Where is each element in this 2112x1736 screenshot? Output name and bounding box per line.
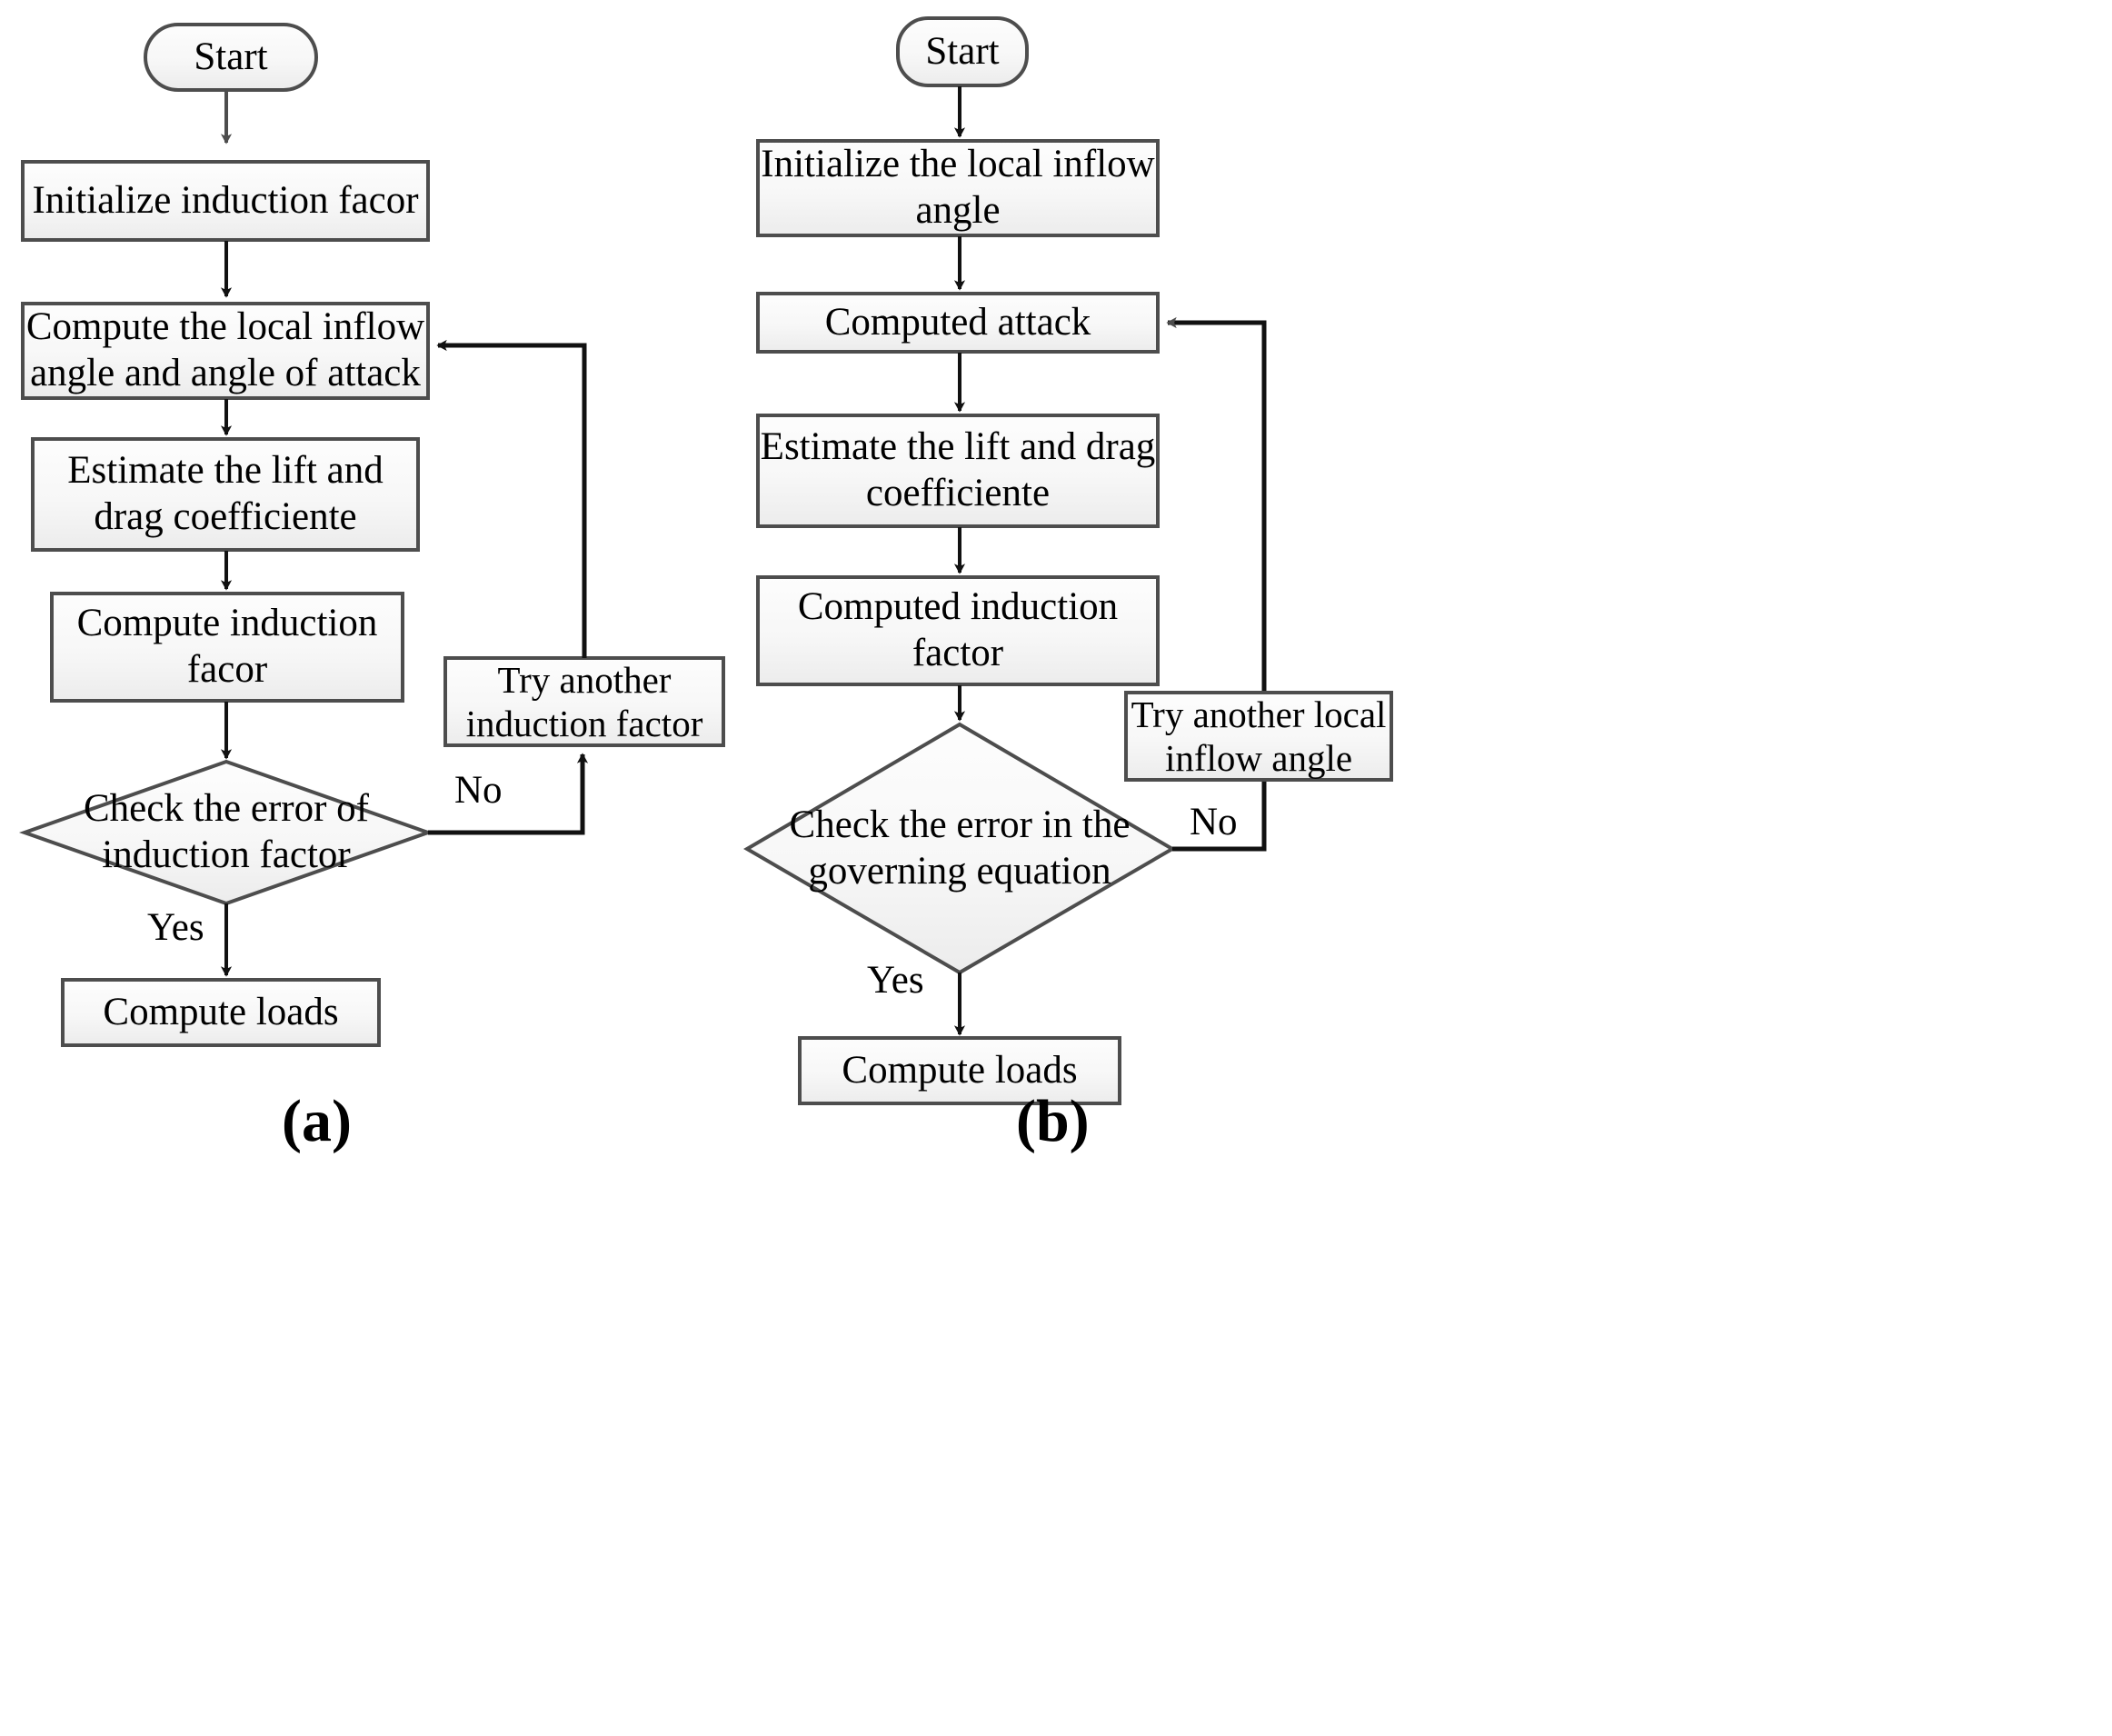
edge-a-retry-compute xyxy=(436,339,587,658)
node-a-induct-shape xyxy=(50,592,404,703)
edge-label-a-yes: Yes xyxy=(147,906,204,949)
node-a-start-shape xyxy=(144,23,318,92)
node-b-loads-shape xyxy=(798,1036,1121,1105)
node-b-induct-shape xyxy=(756,575,1160,686)
node-b-start-shape xyxy=(896,16,1029,87)
node-b-retry-shape xyxy=(1124,691,1393,782)
node-a-check-shape xyxy=(18,759,434,906)
node-a-estimate-shape xyxy=(31,437,420,552)
edge-label-b-no: No xyxy=(1190,801,1238,843)
edge-a-check-retry xyxy=(428,753,589,835)
node-b-estimate-shape xyxy=(756,414,1160,528)
node-a-compute-shape xyxy=(21,302,430,400)
node-a-retry-shape xyxy=(443,656,725,747)
panel-a-caption: (a) xyxy=(282,1088,352,1154)
edge-label-a-no: No xyxy=(454,769,503,812)
node-b-init-shape xyxy=(756,139,1160,237)
panel-b-caption: (b) xyxy=(1016,1088,1090,1154)
node-a-init-shape xyxy=(21,160,430,242)
node-a-loads-shape xyxy=(61,978,381,1047)
edge-label-b-yes: Yes xyxy=(867,959,924,1002)
node-b-check-shape xyxy=(743,722,1176,975)
edge-b-check-attack xyxy=(1166,316,1267,852)
node-b-attack-shape xyxy=(756,292,1160,354)
